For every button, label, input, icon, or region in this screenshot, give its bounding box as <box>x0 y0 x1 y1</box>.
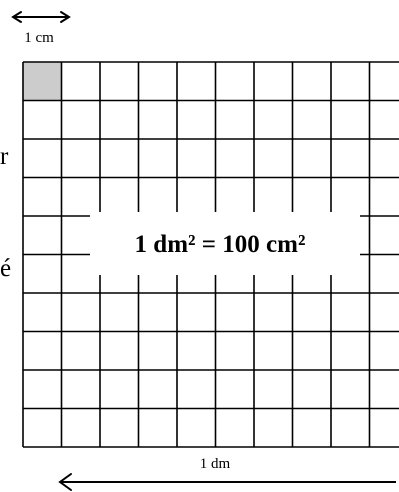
cut-off-letter-e: é <box>0 255 11 282</box>
cm-scale-label: 1 cm <box>24 30 54 46</box>
formula-text: 1 dm² = 100 cm² <box>135 231 306 258</box>
dm-scale-label: 1 dm <box>200 456 231 472</box>
cut-off-letter-r: r <box>0 143 9 170</box>
dm-scale-arrow <box>58 473 396 491</box>
highlighted-cell <box>23 62 62 101</box>
cm-scale-arrow <box>11 11 71 23</box>
formula-box: 1 dm² = 100 cm² <box>90 212 360 275</box>
